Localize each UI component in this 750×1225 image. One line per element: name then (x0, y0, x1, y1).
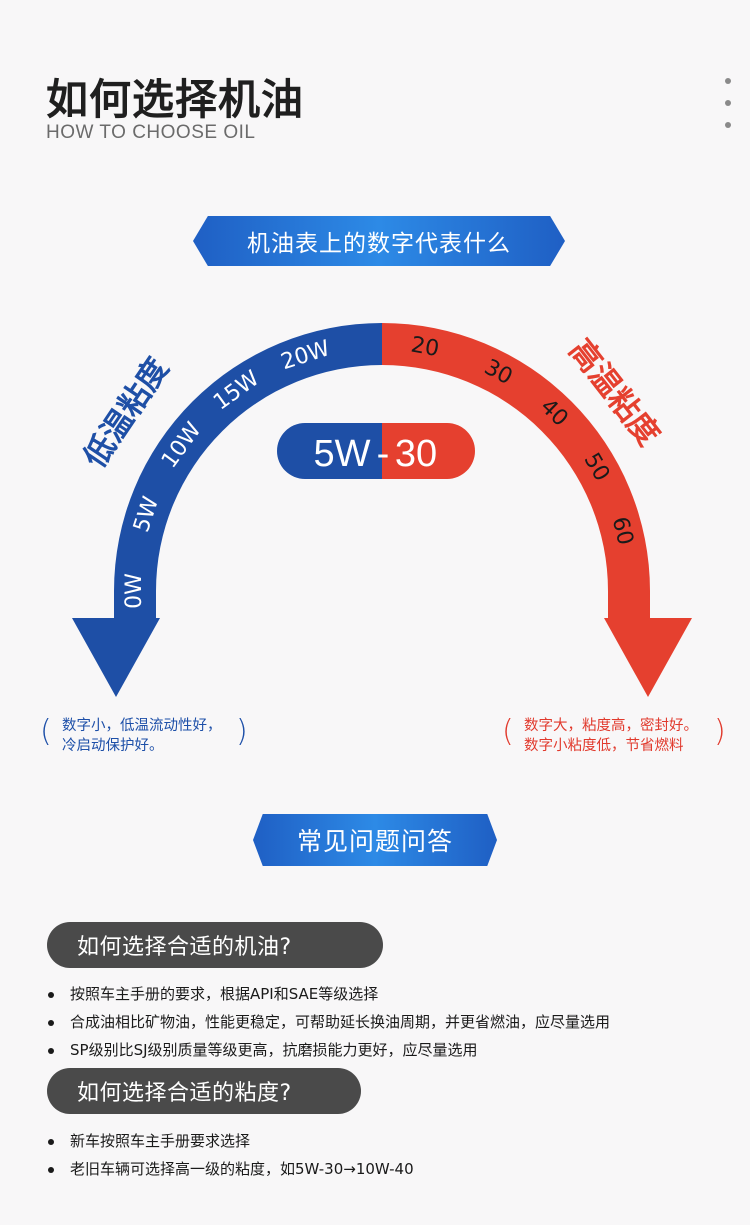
question-pill-viscosity: 如何选择合适的粘度? (47, 1068, 361, 1114)
list-item: 老旧车辆可选择高一级的粘度，如5W-30→10W-40 (48, 1155, 414, 1183)
list-item: 按照车主手册的要求，根据API和SAE等级选择 (48, 980, 610, 1008)
question-text: 如何选择合适的粘度? (77, 1081, 292, 1106)
list-item: SP级别比SJ级别质量等级更高，抗磨损能力更好，应尽量选用 (48, 1036, 610, 1064)
example-left: 5W (314, 433, 371, 475)
high-temp-arc (382, 323, 692, 697)
section-banner-meaning: 机油表上的数字代表什么 (193, 216, 565, 266)
banner-text: 常见问题问答 (296, 827, 453, 856)
right-paren-open: ( (502, 714, 514, 749)
high-temp-note: 数字大，粘度高，密封好。 数字小粘度低，节省燃料 (524, 716, 698, 756)
answer-list-oil: 按照车主手册的要求，根据API和SAE等级选择 合成油相比矿物油，性能更稳定，可… (48, 980, 610, 1064)
low-temp-note: 数字小，低温流动性好， 冷启动保护好。 (62, 716, 222, 756)
page-title: 如何选择机油 (46, 75, 305, 124)
high-temp-grade-label: 20 (409, 333, 441, 362)
example-dash: - (377, 433, 390, 475)
section-banner-faq: 常见问题问答 (253, 814, 497, 866)
example-grade-pill: 5W - 30 (277, 423, 475, 479)
right-paren-close: ) (714, 714, 726, 749)
list-item: 新车按照车主手册要求选择 (48, 1127, 414, 1155)
example-right: 30 (395, 433, 437, 475)
left-paren-open: ( (40, 714, 52, 749)
high-temp-note-line1: 数字大，粘度高，密封好。 (524, 718, 698, 734)
banner-text: 机油表上的数字代表什么 (247, 231, 511, 257)
low-temp-note-line2: 冷启动保护好。 (62, 738, 164, 754)
answer-list-viscosity: 新车按照车主手册要求选择 老旧车辆可选择高一级的粘度，如5W-30→10W-40 (48, 1127, 414, 1183)
low-temp-note-line1: 数字小，低温流动性好， (62, 718, 222, 734)
low-temp-grade-label: 0W (122, 573, 147, 609)
page-subtitle: HOW TO CHOOSE OIL (46, 122, 256, 143)
question-pill-oil: 如何选择合适的机油? (47, 922, 383, 968)
high-temp-note-line2: 数字小粘度低，节省燃料 (524, 738, 684, 754)
left-paren-close: ) (236, 714, 248, 749)
more-vertical-icon[interactable] (722, 78, 734, 134)
list-item: 合成油相比矿物油，性能更稳定，可帮助延长换油周期，并更省燃油，应尽量选用 (48, 1008, 610, 1036)
question-text: 如何选择合适的机油? (77, 935, 292, 960)
low-temp-arc (72, 323, 382, 697)
